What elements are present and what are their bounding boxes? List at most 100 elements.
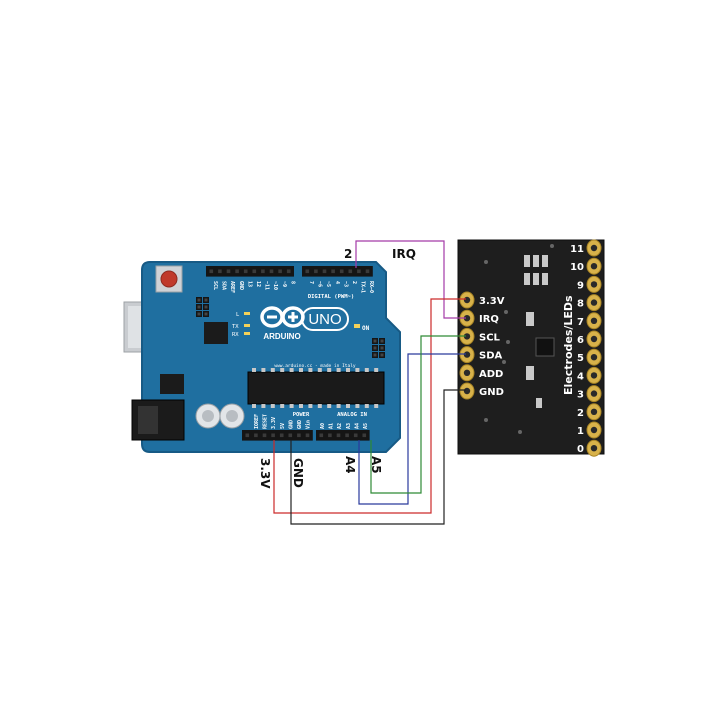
digital-pin-label: GND: [238, 281, 244, 290]
digital-pin-label: ~10: [272, 281, 278, 290]
wire-gnd: [290, 389, 466, 525]
electrode-pin-label: 6: [577, 335, 584, 346]
digital-pin-label: 12: [255, 281, 261, 287]
electrode-pin-label: 2: [577, 408, 584, 419]
power-header-hole: [271, 433, 275, 438]
electrode-pin-label: 11: [570, 244, 584, 255]
analog-pin-label: A1: [329, 423, 335, 429]
breakout-pin-label: SDA: [479, 351, 503, 362]
digital-pin-label: 13: [246, 281, 252, 287]
electrode-pin-label: 0: [577, 444, 584, 455]
power-header-label: POWER: [293, 412, 310, 418]
breakout-pin-label: SCL: [479, 332, 501, 343]
power-pin-label: Vin: [306, 420, 312, 429]
digital-pin-label: 7: [308, 281, 314, 284]
power-pin-label: RESET: [263, 414, 269, 429]
electrodes-label: Electrodes/LEDs: [562, 295, 575, 395]
power-header-hole: [245, 433, 250, 438]
digital-header-a-hole: [261, 269, 265, 274]
digital-header-b-hole: [314, 269, 318, 274]
analog-pin-label: A2: [337, 423, 343, 429]
electrode-pin-label: 3: [577, 390, 584, 401]
analog-header-hole: [362, 433, 367, 438]
digital-pin-label: AREF: [229, 281, 235, 293]
digital-pin-label: ~3: [342, 281, 348, 287]
voltage-regulator: [160, 374, 184, 394]
power-header-hole: [262, 433, 267, 438]
analog-header-hole: [345, 433, 349, 438]
arduino-logo: UNO ARDUINO: [260, 306, 349, 341]
model-label: UNO: [308, 311, 341, 328]
breakout-pin-label: ADD: [479, 369, 503, 380]
electrode-pin-label: 9: [577, 280, 584, 291]
usb-chip: [204, 322, 228, 344]
wire-3v3: [273, 298, 466, 514]
analog-header: [316, 430, 370, 441]
digital-header-a-hole: [209, 269, 214, 274]
analog-header-label: ANALOG IN: [337, 412, 367, 418]
icsp-header-2: [372, 338, 385, 358]
a4-wire-label: A4: [343, 456, 357, 474]
analog-pin-label: A3: [346, 423, 352, 429]
digital-header-a-hole: [278, 269, 282, 274]
pin2-label: 2: [344, 247, 352, 261]
gnd-wire-label: GND: [291, 458, 305, 488]
digital-header-b-hole: [339, 269, 344, 274]
electrode-pin-label: 5: [577, 353, 584, 364]
digital-header: [206, 266, 373, 277]
v33-wire-label: 3.3V: [258, 458, 272, 489]
breakout-pin-label: GND: [479, 387, 504, 398]
power-header-housing: [242, 430, 313, 441]
breakout-body: [457, 239, 605, 455]
wires: [273, 240, 466, 525]
digital-pin-label: 4: [334, 281, 340, 284]
digital-header-label: DIGITAL (PWM~): [308, 294, 354, 300]
logo-text: ARDUINO: [263, 332, 300, 341]
digital-pin-label: SDA: [221, 281, 227, 290]
digital-header-a-hole: [226, 269, 231, 274]
analog-pin-label: A0: [320, 423, 326, 429]
digital-header-b-hole: [322, 269, 327, 274]
digital-header-b-hole: [357, 269, 361, 274]
power-header-hole: [305, 433, 310, 438]
analog-pin-label: A5: [363, 423, 369, 429]
electrode-pin-label: 10: [570, 262, 584, 273]
breakout-right-pads: [586, 239, 602, 457]
electrode-pin-label: 4: [577, 371, 584, 382]
digital-header-a-hole: [252, 269, 257, 274]
on-led-label: ON: [362, 325, 370, 332]
power-pin-label: 3.3V: [271, 417, 277, 429]
digital-pin-label: ~9: [281, 281, 287, 287]
icsp-header: [196, 297, 209, 317]
electrode-pin-label: 8: [577, 299, 584, 310]
a5-wire-label: A5: [369, 456, 383, 474]
digital-header-a-hole: [243, 269, 248, 274]
power-header-hole: [288, 433, 293, 438]
digital-pin-label: ~6: [317, 281, 323, 287]
breakout-pin-label: IRQ: [479, 314, 499, 325]
digital-pin-label: RX←0: [368, 281, 374, 293]
digital-header-a-hole: [269, 269, 274, 274]
sensor-chip: [535, 337, 555, 357]
irq-wire-label: IRQ: [392, 247, 416, 261]
power-header-hole: [297, 433, 301, 438]
tx-label: TX: [232, 324, 239, 330]
power-header-hole: [254, 433, 258, 438]
atmega-chip: [247, 371, 385, 405]
digital-header-b-housing: [302, 266, 373, 277]
wire-scl: [370, 335, 466, 494]
arduino-uno-board: UNO ARDUINO ON TX RX L www.arduino.cc - …: [123, 261, 401, 453]
electrode-pin-label: 7: [577, 317, 584, 328]
l-led-label: L: [236, 312, 240, 318]
digital-pin-label: TX→1: [360, 281, 366, 293]
breakout-pin-label: 3.3V: [479, 296, 505, 307]
digital-header-a-housing: [206, 266, 294, 277]
digital-pin-label: 2: [351, 281, 357, 284]
power-pin-label: GND: [288, 420, 294, 429]
digital-pin-label: ~11: [264, 281, 270, 290]
digital-header-a-hole: [286, 269, 291, 274]
digital-pin-label: SCL: [212, 281, 218, 290]
electrode-pin-label: 1: [577, 426, 584, 437]
rx-label: RX: [232, 332, 239, 338]
